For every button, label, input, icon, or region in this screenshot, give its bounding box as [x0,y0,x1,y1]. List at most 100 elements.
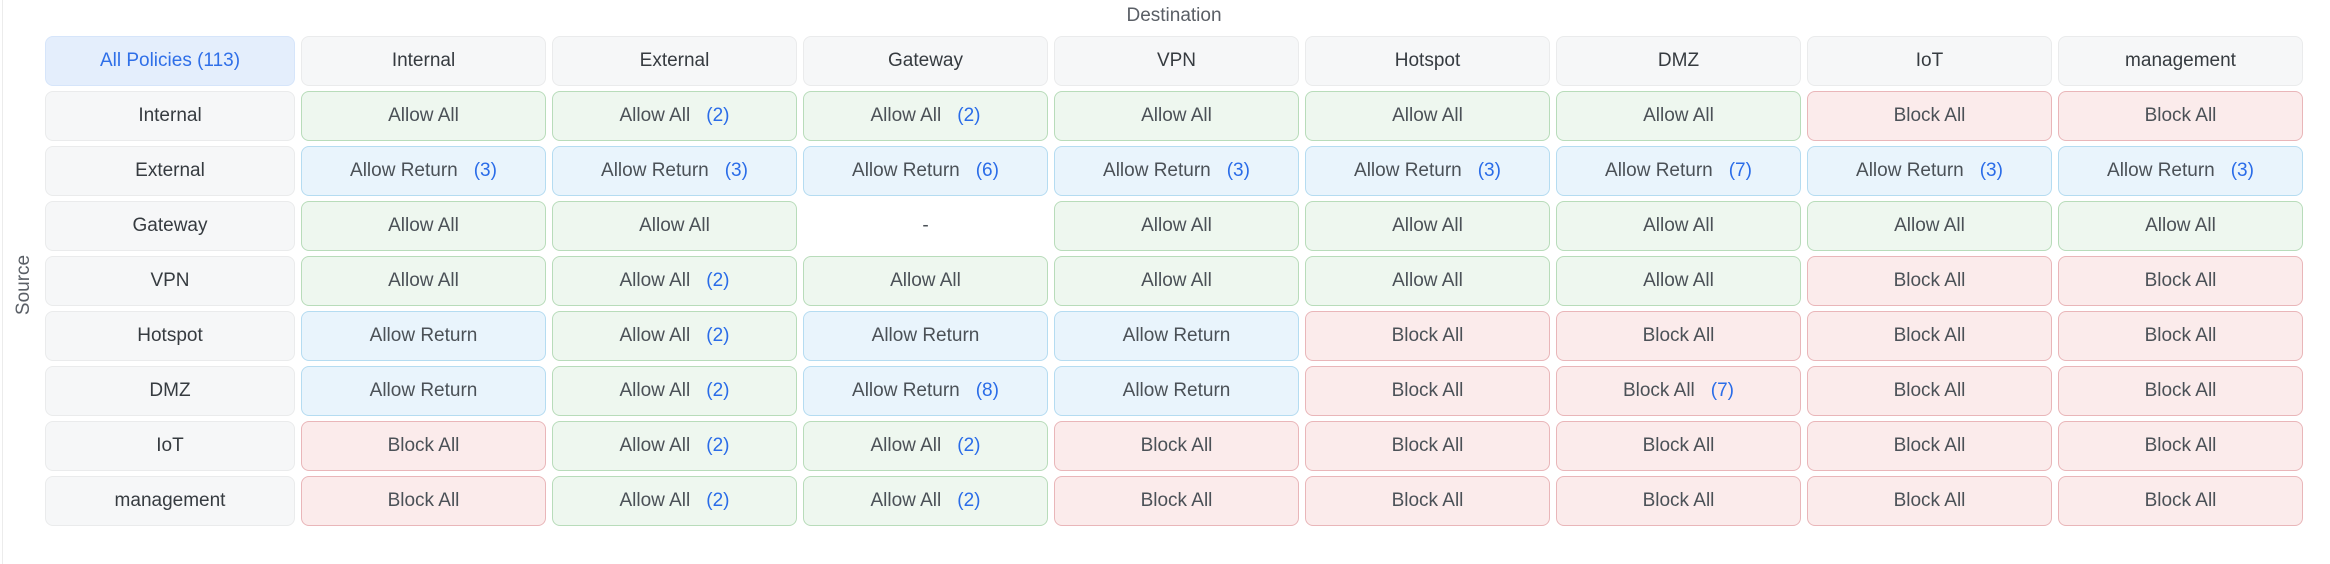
policy-count-badge: (2) [706,435,730,456]
row-header-dmz[interactable]: DMZ [45,366,295,416]
policy-cell-internal-gateway[interactable]: Allow All(2) [803,91,1048,141]
policy-cell-gateway-management[interactable]: Allow All [2058,201,2303,251]
policy-cell-iot-external[interactable]: Allow All(2) [552,421,797,471]
policy-label: Allow All [1643,270,1714,291]
policy-cell-vpn-hotspot[interactable]: Allow All [1305,256,1550,306]
policy-label: Allow All [890,270,961,291]
row-header-iot[interactable]: IoT [45,421,295,471]
row-header-gateway[interactable]: Gateway [45,201,295,251]
policy-cell-vpn-internal[interactable]: Allow All [301,256,546,306]
col-header-external[interactable]: External [552,36,797,86]
row-header-hotspot[interactable]: Hotspot [45,311,295,361]
policy-cell-management-iot[interactable]: Block All [1807,476,2052,526]
policy-cell-hotspot-gateway[interactable]: Allow Return [803,311,1048,361]
policy-cell-internal-internal[interactable]: Allow All [301,91,546,141]
policy-cell-management-hotspot[interactable]: Block All [1305,476,1550,526]
policy-cell-management-gateway[interactable]: Allow All(2) [803,476,1048,526]
policy-cell-dmz-vpn[interactable]: Allow Return [1054,366,1299,416]
all-policies-button[interactable]: All Policies (113) [45,36,295,86]
policy-count-badge: (3) [2230,160,2254,181]
policy-label: Block All [1140,490,1213,511]
policy-count-badge: (2) [706,490,730,511]
policy-cell-gateway-hotspot[interactable]: Allow All [1305,201,1550,251]
row-header-external[interactable]: External [45,146,295,196]
col-header-gateway[interactable]: Gateway [803,36,1048,86]
policy-cell-iot-iot[interactable]: Block All [1807,421,2052,471]
policy-cell-dmz-dmz[interactable]: Block All(7) [1556,366,1801,416]
policy-label: Allow All [870,490,942,511]
policy-cell-vpn-management[interactable]: Block All [2058,256,2303,306]
policy-cell-gateway-internal[interactable]: Allow All [301,201,546,251]
policy-cell-iot-vpn[interactable]: Block All [1054,421,1299,471]
policy-count-badge: (3) [1477,160,1501,181]
page-left-divider [2,0,3,564]
policy-cell-internal-iot[interactable]: Block All [1807,91,2052,141]
policy-cell-iot-dmz[interactable]: Block All [1556,421,1801,471]
policy-cell-dmz-external[interactable]: Allow All(2) [552,366,797,416]
policy-cell-iot-management[interactable]: Block All [2058,421,2303,471]
col-header-dmz[interactable]: DMZ [1556,36,1801,86]
policy-cell-vpn-dmz[interactable]: Allow All [1556,256,1801,306]
row-header-internal[interactable]: Internal [45,91,295,141]
policy-label: Allow All [388,105,459,126]
policy-cell-internal-external[interactable]: Allow All(2) [552,91,797,141]
policy-cell-hotspot-iot[interactable]: Block All [1807,311,2052,361]
policy-cell-hotspot-internal[interactable]: Allow Return [301,311,546,361]
row-header-vpn[interactable]: VPN [45,256,295,306]
policy-label: Allow All [619,380,691,401]
col-header-internal[interactable]: Internal [301,36,546,86]
policy-label: Allow Return [1122,325,1231,346]
policy-cell-iot-internal[interactable]: Block All [301,421,546,471]
policy-cell-gateway-dmz[interactable]: Allow All [1556,201,1801,251]
policy-cell-external-gateway[interactable]: Allow Return(6) [803,146,1048,196]
policy-cell-gateway-vpn[interactable]: Allow All [1054,201,1299,251]
col-header-iot[interactable]: IoT [1807,36,2052,86]
policy-cell-vpn-iot[interactable]: Block All [1807,256,2052,306]
policy-cell-external-dmz[interactable]: Allow Return(7) [1556,146,1801,196]
policy-label: Block All [2144,270,2217,291]
policy-count-badge: (3) [724,160,748,181]
policy-cell-vpn-vpn[interactable]: Allow All [1054,256,1299,306]
policy-cell-external-vpn[interactable]: Allow Return(3) [1054,146,1299,196]
policy-cell-hotspot-dmz[interactable]: Block All [1556,311,1801,361]
col-header-vpn[interactable]: VPN [1054,36,1299,86]
policy-count-badge: (2) [957,105,981,126]
policy-label: Block All [1391,380,1464,401]
destination-axis-label: Destination [1126,5,1222,26]
policy-cell-gateway-external[interactable]: Allow All [552,201,797,251]
policy-cell-iot-gateway[interactable]: Allow All(2) [803,421,1048,471]
policy-cell-iot-hotspot[interactable]: Block All [1305,421,1550,471]
policy-cell-dmz-management[interactable]: Block All [2058,366,2303,416]
policy-cell-vpn-external[interactable]: Allow All(2) [552,256,797,306]
policy-cell-hotspot-external[interactable]: Allow All(2) [552,311,797,361]
policy-cell-external-hotspot[interactable]: Allow Return(3) [1305,146,1550,196]
col-header-hotspot[interactable]: Hotspot [1305,36,1550,86]
row-header-management[interactable]: management [45,476,295,526]
policy-label: Allow All [619,325,691,346]
policy-cell-internal-hotspot[interactable]: Allow All [1305,91,1550,141]
policy-cell-management-dmz[interactable]: Block All [1556,476,1801,526]
policy-cell-hotspot-hotspot[interactable]: Block All [1305,311,1550,361]
policy-label: Allow All [388,270,459,291]
policy-cell-external-external[interactable]: Allow Return(3) [552,146,797,196]
policy-cell-dmz-gateway[interactable]: Allow Return(8) [803,366,1048,416]
policy-cell-internal-dmz[interactable]: Allow All [1556,91,1801,141]
policy-cell-management-external[interactable]: Allow All(2) [552,476,797,526]
policy-cell-dmz-iot[interactable]: Block All [1807,366,2052,416]
policy-cell-hotspot-management[interactable]: Block All [2058,311,2303,361]
policy-cell-gateway-iot[interactable]: Allow All [1807,201,2052,251]
policy-cell-external-iot[interactable]: Allow Return(3) [1807,146,2052,196]
policy-cell-hotspot-vpn[interactable]: Allow Return [1054,311,1299,361]
policy-label: Allow All [1141,105,1212,126]
policy-cell-external-management[interactable]: Allow Return(3) [2058,146,2303,196]
policy-cell-external-internal[interactable]: Allow Return(3) [301,146,546,196]
policy-cell-management-internal[interactable]: Block All [301,476,546,526]
policy-cell-internal-management[interactable]: Block All [2058,91,2303,141]
policy-cell-management-vpn[interactable]: Block All [1054,476,1299,526]
policy-cell-dmz-internal[interactable]: Allow Return [301,366,546,416]
policy-cell-internal-vpn[interactable]: Allow All [1054,91,1299,141]
col-header-management[interactable]: management [2058,36,2303,86]
policy-cell-vpn-gateway[interactable]: Allow All [803,256,1048,306]
policy-cell-management-management[interactable]: Block All [2058,476,2303,526]
policy-cell-dmz-hotspot[interactable]: Block All [1305,366,1550,416]
